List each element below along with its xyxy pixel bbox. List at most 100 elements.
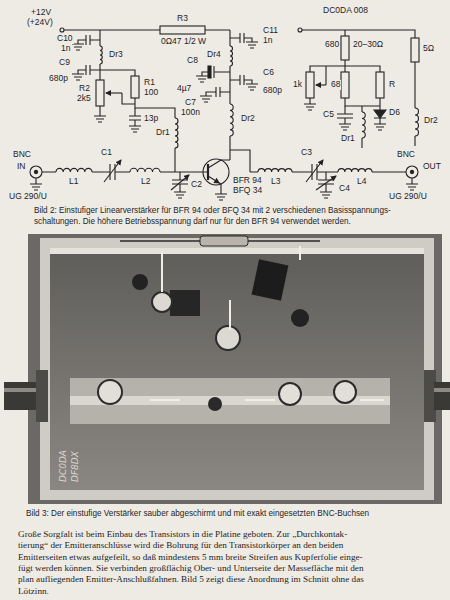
- ground-symbol: [246, 42, 258, 48]
- wiper-arrow: [316, 84, 326, 85]
- component-label: R3: [176, 14, 189, 24]
- component-label: C8: [186, 56, 199, 66]
- component-label: R2: [78, 84, 91, 94]
- capacitor-symbol: [318, 172, 334, 192]
- inductor-symbol: [338, 169, 372, 172]
- inductor-symbol: [230, 104, 233, 136]
- supply-terminal: [298, 28, 302, 32]
- photo-amplifier-box: [50, 248, 424, 490]
- component-label: 1k: [292, 80, 303, 90]
- inductor-symbol: [230, 46, 233, 66]
- photo-amplifier-box: [4, 234, 450, 504]
- component-label: (+24V): [26, 18, 54, 28]
- component-label: Dr1: [155, 128, 171, 138]
- component-label: UG 290/U: [388, 192, 428, 202]
- component-label: OUT: [422, 162, 442, 172]
- component-label: UG 290/U: [8, 192, 48, 202]
- photo-amplifier-box: [28, 234, 442, 504]
- photo-amplifier-box: [132, 274, 148, 290]
- photo-amplifier-box: [4, 388, 40, 392]
- body-text: Große Sorgfalt ist beim Einbau des Trans…: [18, 529, 347, 540]
- component-label: Dr3: [108, 50, 124, 60]
- ground-symbol: [215, 194, 227, 200]
- component-label: 68: [330, 80, 341, 90]
- component-label: 1n: [262, 36, 273, 46]
- component-label: BNC: [396, 150, 416, 160]
- component-label: C2: [190, 180, 203, 190]
- wiper-arrow: [106, 92, 122, 93]
- component-label: DC0DA 008: [322, 6, 369, 16]
- trimmer-arrow: [104, 160, 121, 182]
- emitter-arrow: [213, 178, 220, 184]
- component-label: 680: [324, 40, 340, 50]
- resistor-symbol: [411, 38, 419, 62]
- resistor-symbol: [131, 76, 139, 98]
- component-label: 100: [143, 88, 159, 98]
- component-label: L3: [270, 177, 281, 187]
- ground-symbol: [72, 74, 84, 80]
- component-label: BFQ 34: [232, 186, 263, 196]
- schematic-wires: [34, 170, 37, 173]
- bnc-connector: [406, 166, 418, 178]
- photo-amplifier-box: [70, 378, 390, 424]
- ground-symbol: [196, 76, 208, 82]
- component-label: 680p: [48, 74, 69, 84]
- resistor-symbol: [341, 72, 349, 98]
- photo-amplifier-box: [152, 292, 172, 312]
- inductor-symbol: [100, 46, 102, 64]
- photo-amplifier-box: [291, 309, 309, 327]
- inductor-symbol: [258, 169, 292, 172]
- photo-amplifier-box: [50, 248, 424, 254]
- photo-amplifier-box: [36, 370, 48, 422]
- photo-amplifier-box: [334, 381, 356, 403]
- component-label: Dr4: [206, 50, 222, 60]
- resistor-symbol: [376, 72, 384, 98]
- ground-symbol: [246, 84, 258, 90]
- inductor-symbol: [415, 108, 419, 136]
- component-label: IN: [16, 162, 27, 172]
- ground-symbol: [200, 96, 212, 102]
- photo-amplifier-box: [170, 290, 200, 316]
- component-label: C9: [58, 58, 71, 68]
- body-text: fügt werden können. Sie verbinden großfl…: [18, 563, 364, 574]
- schematic-wires: [325, 66, 326, 85]
- ground-symbol: [339, 124, 351, 130]
- trimmer-arrow: [171, 175, 189, 190]
- ground-symbol: [94, 116, 106, 122]
- component-label: +12V: [30, 8, 52, 18]
- handwritten-note: DC0DA: [58, 450, 68, 482]
- body-text: Lötzinn.: [18, 586, 49, 597]
- schematic-wires: [302, 30, 415, 146]
- figure-caption: schaltungen. Die höhere Betriebsspannung…: [34, 217, 351, 226]
- potentiometer-symbol: [96, 80, 104, 106]
- body-text: Emitterseiten etwas aufgefeilt, so daß m…: [18, 552, 363, 563]
- schematic-wires: [410, 170, 413, 173]
- component-label: Dr1: [340, 134, 356, 144]
- component-label: C1: [100, 148, 113, 158]
- photo-amplifier-box: [252, 259, 289, 300]
- component-label: 20–30Ω: [352, 40, 384, 50]
- photo-amplifier-box: [40, 238, 434, 500]
- photo-amplifier-box: [200, 236, 248, 246]
- photo-amplifier-box: [4, 382, 40, 410]
- ground-symbol: [72, 44, 84, 50]
- ground-symbol: [304, 104, 316, 110]
- potentiometer-symbol: [306, 72, 314, 98]
- resistor-symbol: [160, 26, 205, 34]
- component-label: 13p: [143, 114, 159, 124]
- inductor-symbol: [362, 112, 365, 138]
- ground-symbol: [30, 184, 42, 190]
- photo-amplifier-box: [279, 383, 301, 405]
- component-label: R1: [143, 78, 156, 88]
- capacitor-symbol: [129, 108, 141, 126]
- component-label: C11: [262, 26, 279, 36]
- component-label: C4: [338, 184, 351, 194]
- component-label: C5: [322, 110, 335, 120]
- schematic-wires: [208, 160, 221, 194]
- component-label: R: [388, 80, 396, 90]
- schematic-wires: [64, 30, 230, 116]
- component-label: BFR 94: [232, 176, 263, 186]
- trimmer-arrow: [316, 176, 336, 190]
- handwritten-note: DF8DX: [70, 451, 80, 482]
